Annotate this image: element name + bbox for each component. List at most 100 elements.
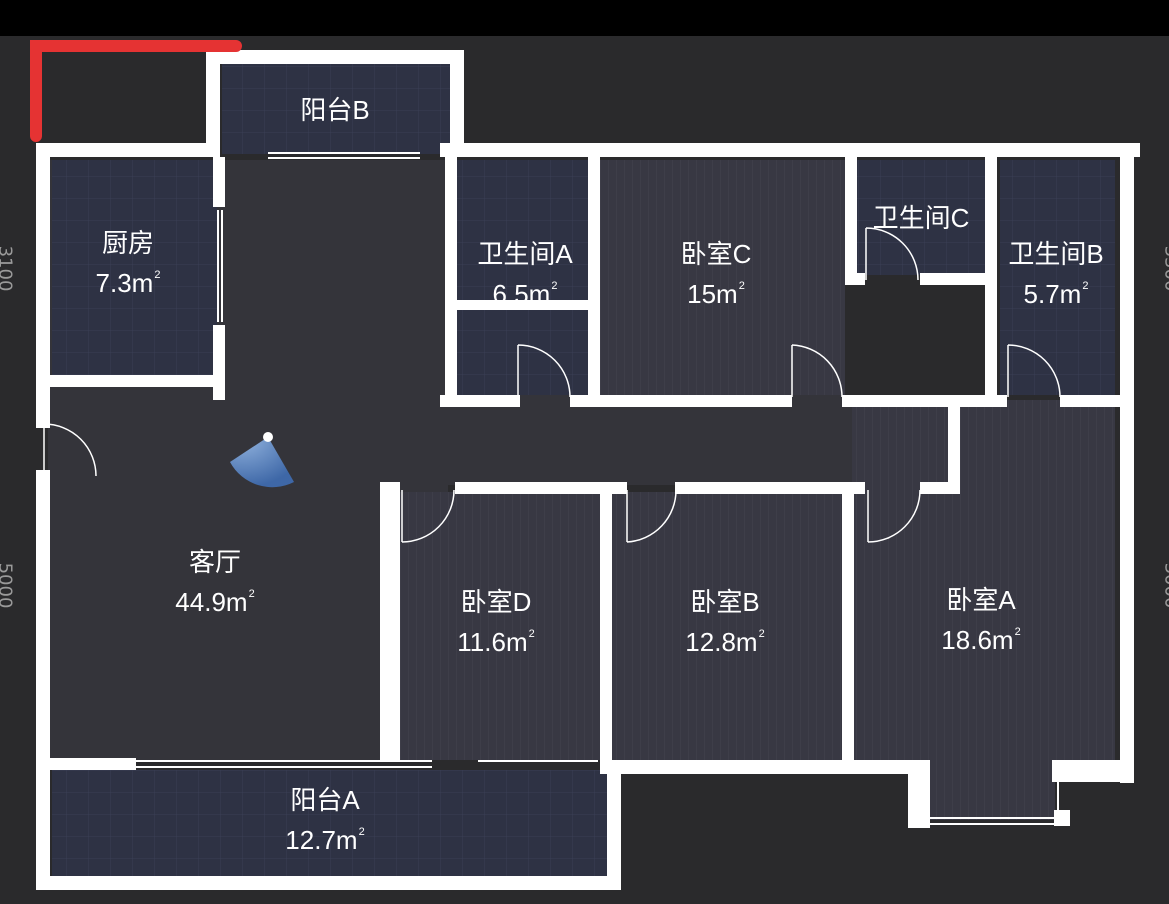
wall xyxy=(445,155,457,405)
room-label-bedroom-a: 卧室A 18.6m2 xyxy=(941,584,1020,656)
wall xyxy=(36,876,621,890)
room-name: 卧室D xyxy=(460,587,532,617)
wall xyxy=(213,325,225,400)
window xyxy=(268,152,420,159)
dimension-right-bottom: 3000 xyxy=(1160,562,1169,609)
room-label-bedroom-c: 卧室C 15m2 xyxy=(681,238,752,310)
window xyxy=(893,145,945,154)
room-label-living: 客厅 44.9m2 xyxy=(175,546,254,618)
door xyxy=(867,489,921,543)
wall xyxy=(675,482,865,494)
dimension-left-top: 3100 xyxy=(0,245,16,292)
room-name: 阳台A xyxy=(290,785,360,815)
bath-c-floor xyxy=(855,160,990,275)
window xyxy=(666,145,780,154)
room-label-bath-a: 卫生间A 6.5m2 xyxy=(477,238,572,310)
balcony-b-floor xyxy=(222,64,450,154)
dimension-left-bottom: 5000 xyxy=(0,562,16,609)
room-label-bedroom-d: 卧室D 11.6m2 xyxy=(457,586,534,658)
room-name: 卧室C xyxy=(680,239,752,269)
room-label-balcony-a: 阳台A 12.7m2 xyxy=(285,784,364,856)
room-name: 卧室A xyxy=(946,585,1016,615)
window xyxy=(1033,145,1088,154)
kitchen-floor xyxy=(52,160,217,378)
bedroom-b-floor xyxy=(612,492,842,760)
bedroom-d-floor xyxy=(392,492,602,760)
wall xyxy=(948,395,960,487)
door xyxy=(517,344,571,398)
room-name: 卫生间B xyxy=(1008,239,1104,269)
bay-window-floor xyxy=(930,760,1055,820)
room-label-bath-b: 卫生间B 5.7m2 xyxy=(1008,238,1103,310)
wall xyxy=(908,760,930,828)
wall xyxy=(845,273,865,285)
wall xyxy=(842,490,854,765)
camera-view-icon[interactable] xyxy=(230,432,294,488)
door xyxy=(43,423,97,477)
door xyxy=(626,489,677,543)
wall xyxy=(50,375,222,387)
wall xyxy=(985,155,997,405)
room-area: 12.7m2 xyxy=(285,825,365,855)
wall xyxy=(440,395,520,407)
wall xyxy=(206,50,464,64)
wall xyxy=(440,143,1140,157)
door xyxy=(401,489,455,543)
wall xyxy=(1052,760,1134,782)
room-area: 11.6m2 xyxy=(457,627,535,657)
wall xyxy=(570,395,792,407)
wall xyxy=(1120,143,1134,783)
room-area: 7.3m2 xyxy=(95,268,161,298)
wall xyxy=(1060,395,1130,407)
wall xyxy=(920,482,960,494)
room-name: 卧室B xyxy=(690,587,760,617)
windows xyxy=(88,145,1088,825)
wall xyxy=(36,758,136,770)
wall xyxy=(213,157,225,207)
wall xyxy=(450,50,464,155)
balcony-a-floor xyxy=(52,770,607,878)
bedroom-a-floor xyxy=(852,400,1115,760)
bath-b-floor xyxy=(1000,160,1115,395)
room-area: 12.8m2 xyxy=(685,627,765,657)
room-label-kitchen: 厨房 7.3m2 xyxy=(96,227,161,299)
dimension-right-top: 3300 xyxy=(1160,245,1169,292)
window xyxy=(492,145,548,154)
window xyxy=(217,210,223,322)
wall xyxy=(455,482,627,494)
room-label-bath-c: 卫生间C xyxy=(873,202,970,234)
wall xyxy=(920,273,995,285)
wall xyxy=(380,482,400,494)
room-name: 卫生间C xyxy=(872,203,970,233)
window xyxy=(666,762,788,770)
bedroom-c-floor xyxy=(600,160,845,395)
room-name: 厨房 xyxy=(101,228,154,258)
wall xyxy=(380,482,400,762)
bath-a-floor xyxy=(455,160,590,395)
door xyxy=(1007,344,1061,398)
wall xyxy=(845,155,857,283)
top-black-bar xyxy=(0,0,1169,36)
wall xyxy=(600,490,612,765)
wall xyxy=(445,300,595,310)
room-area: 44.9m2 xyxy=(175,587,255,617)
room-name: 客厅 xyxy=(188,547,242,577)
window xyxy=(88,145,172,154)
wall xyxy=(842,395,1007,407)
room-label-balcony-b: 阳台B xyxy=(300,94,369,126)
room-name: 阳台B xyxy=(300,95,370,125)
doors xyxy=(43,227,1061,543)
room-area: 15m2 xyxy=(687,279,745,309)
window-post xyxy=(1054,810,1070,826)
wall xyxy=(36,470,50,890)
room-area: 18.6m2 xyxy=(941,625,1021,655)
room-name: 卫生间A xyxy=(477,239,573,269)
wall xyxy=(588,155,600,405)
window xyxy=(136,760,432,768)
wall xyxy=(206,50,220,157)
door xyxy=(865,227,919,281)
room-label-bedroom-b: 卧室B 12.8m2 xyxy=(685,586,764,658)
room-area: 5.7m2 xyxy=(1023,279,1089,309)
wall xyxy=(36,143,50,428)
